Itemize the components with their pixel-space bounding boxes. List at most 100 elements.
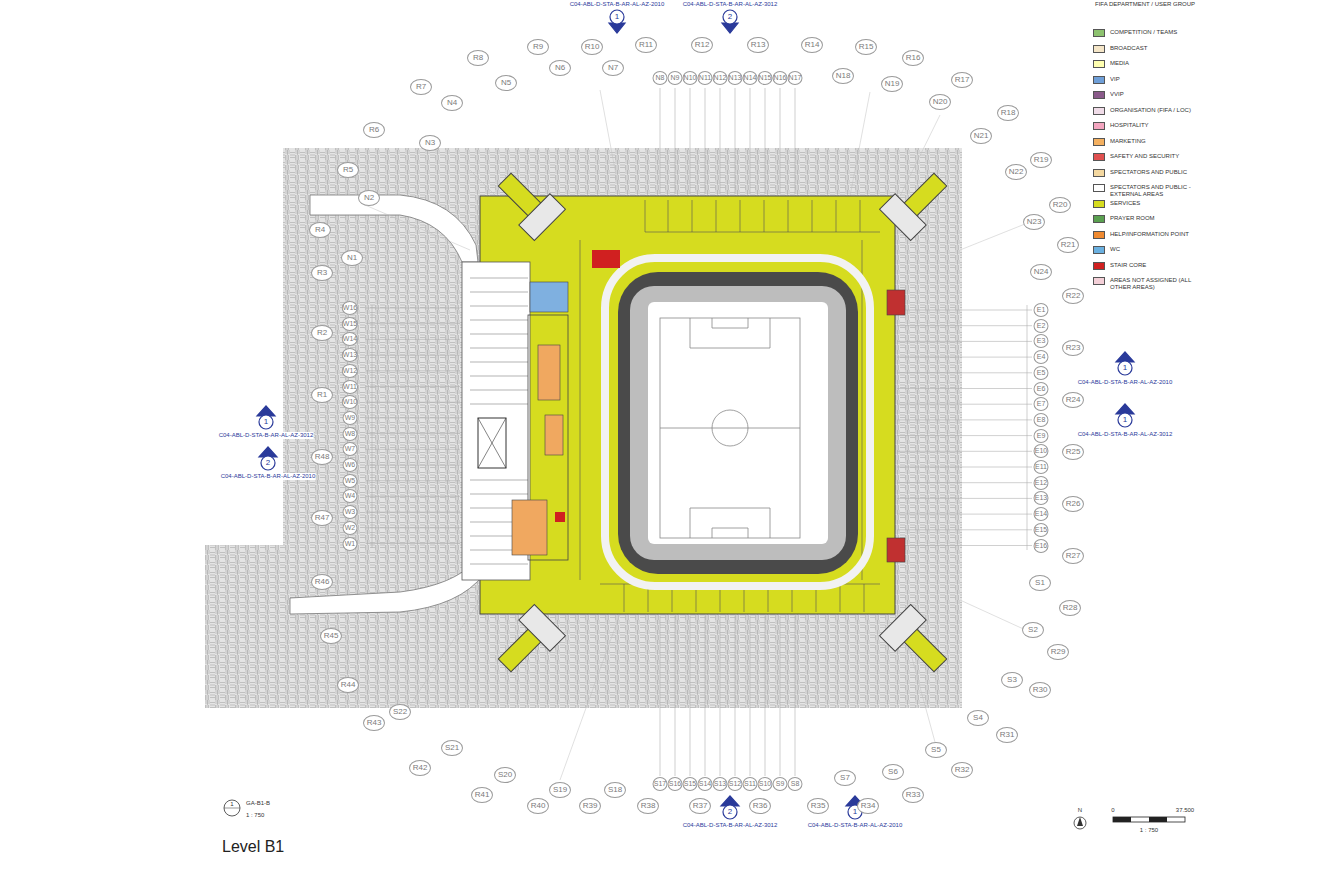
- grid-bubble: R43: [363, 715, 385, 731]
- grid-bubble: R13: [747, 37, 769, 53]
- stair-tower: [489, 164, 565, 240]
- grid-bubble: R2: [311, 325, 333, 341]
- grid-bubble: R42: [409, 760, 431, 776]
- tower-base: [880, 605, 927, 652]
- section-number: 1: [264, 418, 268, 426]
- legend-swatch: [1093, 76, 1105, 84]
- grid-bubble: W6: [343, 458, 358, 472]
- grid-bubble: S22: [389, 704, 411, 720]
- grid-bubble: R21: [1057, 237, 1079, 253]
- tower-base: [519, 605, 566, 652]
- section-reference: C04-ABL-D-STA-B-AR-AL-AZ-3012: [683, 822, 778, 829]
- grid-bubble: S14: [698, 777, 713, 791]
- section-number: 1: [1123, 364, 1127, 372]
- grid-bubble: S13: [713, 777, 728, 791]
- grid-bubble: R25: [1062, 444, 1084, 460]
- grid-bubble: E8: [1034, 413, 1049, 427]
- grid-bubble: R16: [902, 50, 924, 66]
- marketing-room: [545, 415, 563, 455]
- services-area: [480, 196, 895, 614]
- note-text: GA-B1-B: [246, 800, 270, 807]
- grid-bubble: R15: [855, 39, 877, 55]
- grid-bubble: N11: [698, 71, 713, 85]
- grid-bubble: E11: [1034, 460, 1049, 474]
- legend-text: VVIP: [1110, 91, 1210, 98]
- grid-bubble: E9: [1034, 429, 1049, 443]
- pitch-surround: [648, 302, 828, 544]
- grid-bubble: R31: [996, 727, 1018, 743]
- legend-swatch: [1093, 91, 1105, 99]
- grid-bubble: R4: [309, 222, 331, 238]
- grid-bubble: W12: [342, 364, 358, 378]
- core-cross: [478, 418, 506, 468]
- legend-text: VIP: [1110, 76, 1210, 83]
- legend-title: FIFA DEPARTMENT / USER GROUP: [1095, 1, 1207, 8]
- legend-text: SAFETY AND SECURITY: [1110, 153, 1210, 160]
- section-number: 2: [266, 459, 270, 467]
- grid-bubble: N15: [758, 71, 773, 85]
- note-text: 1 : 750: [246, 812, 264, 819]
- grid-bubble: N8: [653, 71, 668, 85]
- access-ramp: [290, 560, 484, 614]
- scale-bar-fill: [1113, 817, 1167, 822]
- note-text: 37.500: [1176, 807, 1194, 814]
- stair-tower: [880, 164, 956, 240]
- grid-bubble: N7: [602, 60, 624, 76]
- grid-bubble: N22: [1005, 164, 1027, 180]
- grid-bubble: S5: [925, 742, 947, 758]
- grid-bubble: W11: [342, 380, 358, 394]
- grid-bubble: E12: [1034, 476, 1049, 490]
- legend-text: PRAYER ROOM: [1110, 215, 1210, 222]
- section-reference: C04-ABL-D-STA-B-AR-AL-AZ-3012: [1078, 431, 1173, 438]
- section-reference: C04-ABL-D-STA-B-AR-AL-AZ-2010: [221, 473, 316, 480]
- grid-bubble: R35: [807, 798, 829, 814]
- note-text: N: [1078, 807, 1082, 814]
- stair-core: [887, 290, 905, 315]
- grid-bubble: R28: [1059, 600, 1081, 616]
- legend-swatch: [1093, 200, 1105, 208]
- grid-bubble: W10: [342, 395, 358, 409]
- north-arrow: [1074, 817, 1086, 829]
- grid-bubble: R47: [311, 510, 333, 526]
- grid-bubble: R24: [1062, 392, 1084, 408]
- grid-bubble: N6: [549, 60, 571, 76]
- grid-bubble: S1: [1029, 575, 1051, 591]
- legend-text: STAIR CORE: [1110, 262, 1210, 269]
- stair-tower: [489, 605, 565, 681]
- legend-swatch: [1093, 29, 1105, 37]
- grid-bubble: R27: [1062, 548, 1084, 564]
- grid-bubble: N9: [668, 71, 683, 85]
- grid-bubble: W5: [343, 474, 358, 488]
- grid-bubble: R33: [902, 787, 924, 803]
- grid-bubble: N24: [1030, 264, 1052, 280]
- section-marker: [610, 10, 624, 24]
- grid-bubble: R38: [637, 798, 659, 814]
- grid-bubble: E13: [1034, 491, 1049, 505]
- section-marker: [723, 805, 737, 819]
- grid-bubble: E10: [1034, 444, 1049, 458]
- section-marker: [1118, 361, 1132, 375]
- grid-bubble: N14: [743, 71, 758, 85]
- stands: [618, 272, 858, 574]
- legend-text: MARKETING: [1110, 138, 1210, 145]
- grid-bubble: N3: [419, 135, 441, 151]
- grid-bubble: R29: [1047, 644, 1069, 660]
- legend-text: SPECTATORS AND PUBLIC: [1110, 169, 1210, 176]
- marketing-room: [538, 345, 560, 400]
- legend-swatch: [1093, 153, 1105, 161]
- grid-bubble: W9: [343, 411, 358, 425]
- grid-bubble: N17: [788, 71, 803, 85]
- grid-bubble: N2: [358, 190, 380, 206]
- grid-bubble: R32: [951, 762, 973, 778]
- grid-bubble: S6: [882, 764, 904, 780]
- section-reference: C04-ABL-D-STA-B-AR-AL-AZ-3012: [219, 432, 314, 439]
- section-reference: C04-ABL-D-STA-B-AR-AL-AZ-2010: [1078, 379, 1173, 386]
- grid-bubble: S11: [743, 777, 758, 791]
- grid-bubble: E1: [1034, 303, 1049, 317]
- section-reference: C04-ABL-D-STA-B-AR-AL-AZ-2010: [570, 1, 665, 8]
- legend-text: SERVICES: [1110, 200, 1210, 207]
- legend-swatch: [1093, 107, 1105, 115]
- grid-bubble: W1: [343, 537, 358, 551]
- grid-bubble: E5: [1034, 366, 1049, 380]
